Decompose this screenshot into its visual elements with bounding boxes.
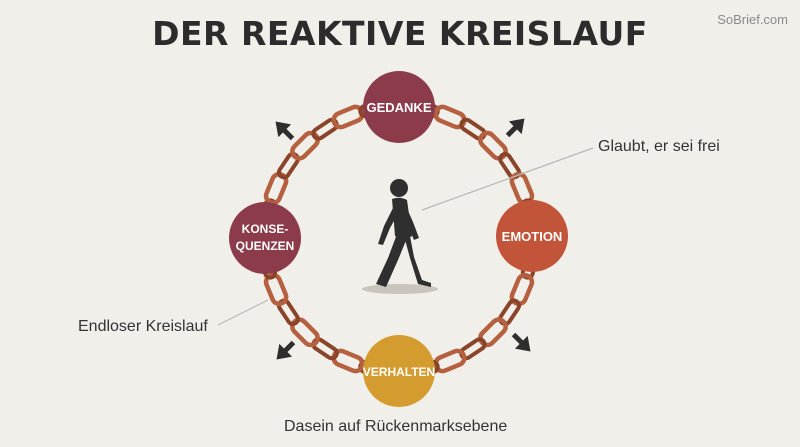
node-emotion: EMOTION <box>496 200 568 272</box>
walking-person-icon <box>362 179 438 294</box>
node-konsequenzen: KONSE- QUENZEN <box>229 202 301 274</box>
callout-glaubt-frei: Glaubt, er sei frei <box>598 138 720 155</box>
node-label-emotion: EMOTION <box>502 229 563 244</box>
diagram-title: DER REAKTIVE KREISLAUF <box>152 14 648 53</box>
arrow-icon <box>276 340 296 360</box>
chain-link <box>478 130 508 161</box>
node-gedanke: GEDANKE <box>363 71 435 143</box>
chain-link <box>290 130 320 161</box>
chain-link <box>478 317 508 348</box>
arrow-icon <box>505 118 525 138</box>
arrow-icon <box>275 121 295 141</box>
node-verhalten: VERHALTEN <box>363 335 435 407</box>
node-label-konsequenzen-line2: QUENZEN <box>236 239 295 253</box>
arrow-icon <box>511 332 531 352</box>
direction-arrows <box>275 118 531 360</box>
node-label-gedanke: GEDANKE <box>366 100 431 115</box>
callout-line-free <box>421 147 594 211</box>
callout-rueckenmarksebene: Dasein auf Rückenmarksebene <box>284 418 508 435</box>
callout-line-loop <box>217 299 269 326</box>
watermark: SoBrief.com <box>717 12 788 27</box>
chain-link <box>263 272 289 307</box>
node-label-verhalten: VERHALTEN <box>363 365 435 379</box>
node-label-konsequenzen-line1: KONSE- <box>242 222 289 236</box>
callout-endloser-kreislauf: Endloser Kreislauf <box>78 318 208 335</box>
